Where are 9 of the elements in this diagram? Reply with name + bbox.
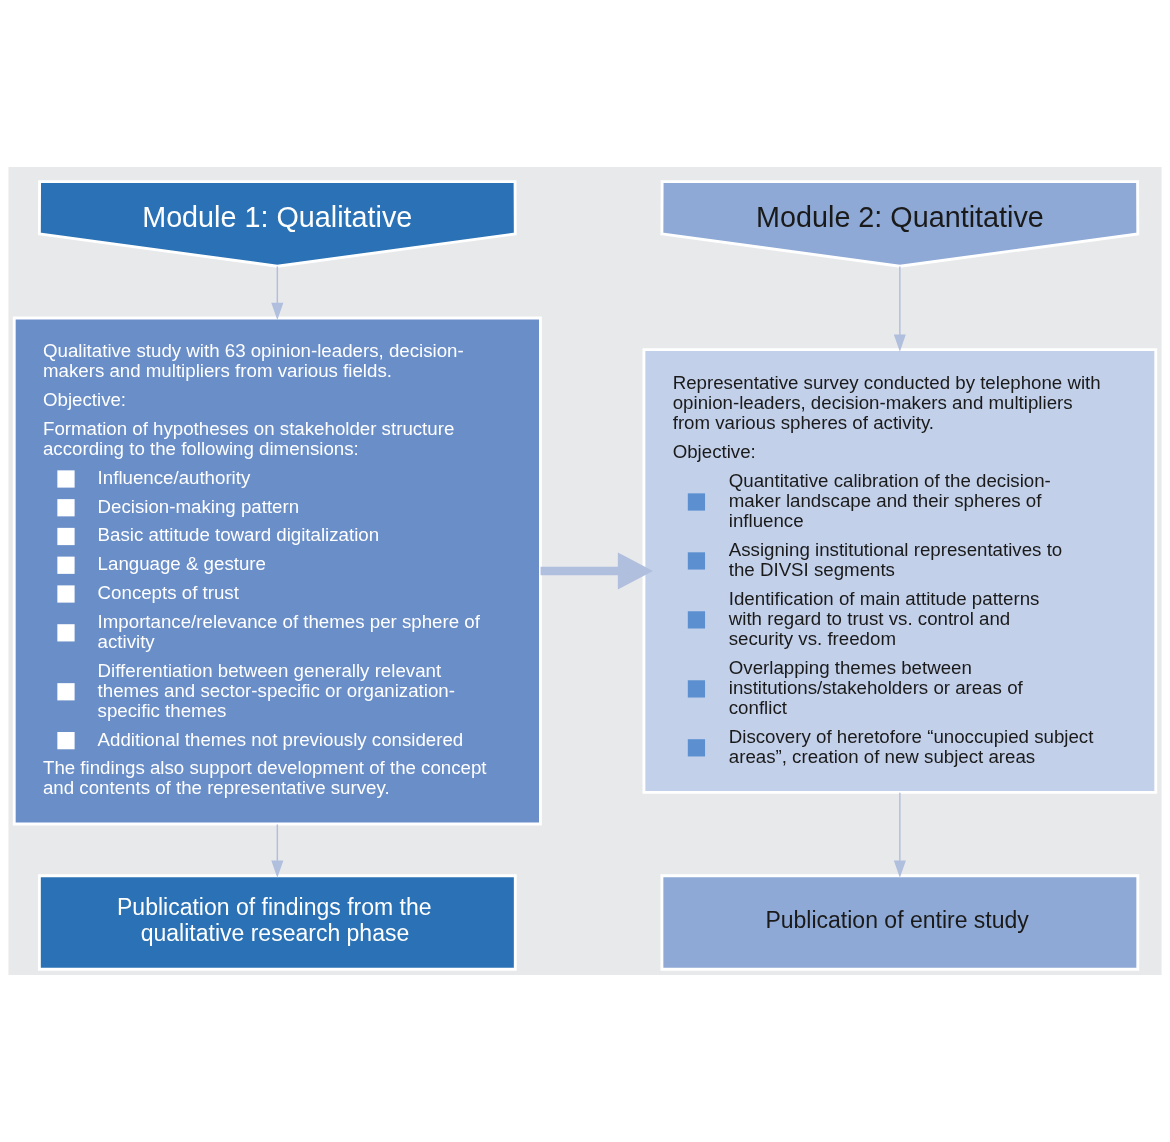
- arrow: [271, 265, 284, 321]
- arrow: [271, 823, 284, 878]
- node-box: Representative survey conducted by telephone with opinion-leaders, decision-makers and multipliers from various spheres of activity. Objective: Quantitative calibration of the decision-maker landscape and their spheres of influence Assigning institutional representatives to the DIVSI segments Identification of main attitude patterns with regard to trust vs. control and security vs. freedom Overlapping themes between institutions/stakeholders or areas of conflict Discovery of heretofore “unoccupied subject areas”, creation of new subject areas: [642, 348, 1158, 794]
- arrow: [893, 265, 906, 352]
- arrow: [540, 552, 653, 590]
- node-box: Qualitative study with 63 opinion-leaders, decision-makers and multipliers from various fields. Objective: Formation of hypotheses on stakeholder structure according to the following dimensions: Influence/authority Decision-making pattern Basic attitude toward digitalization Language & gesture Concepts of trust Importance/relevance of themes per sphere of activity Differentiation between generally relevant themes and sector-specific or organization-specific themes Additional themes not previously considered The findings also support development of the concept and contents of the representative survey.: [12, 316, 542, 826]
- arrow: [893, 792, 906, 878]
- node-box: Publication of findings from the qualitative research phase: [37, 874, 517, 971]
- node-box: Publication of entire study: [660, 874, 1140, 971]
